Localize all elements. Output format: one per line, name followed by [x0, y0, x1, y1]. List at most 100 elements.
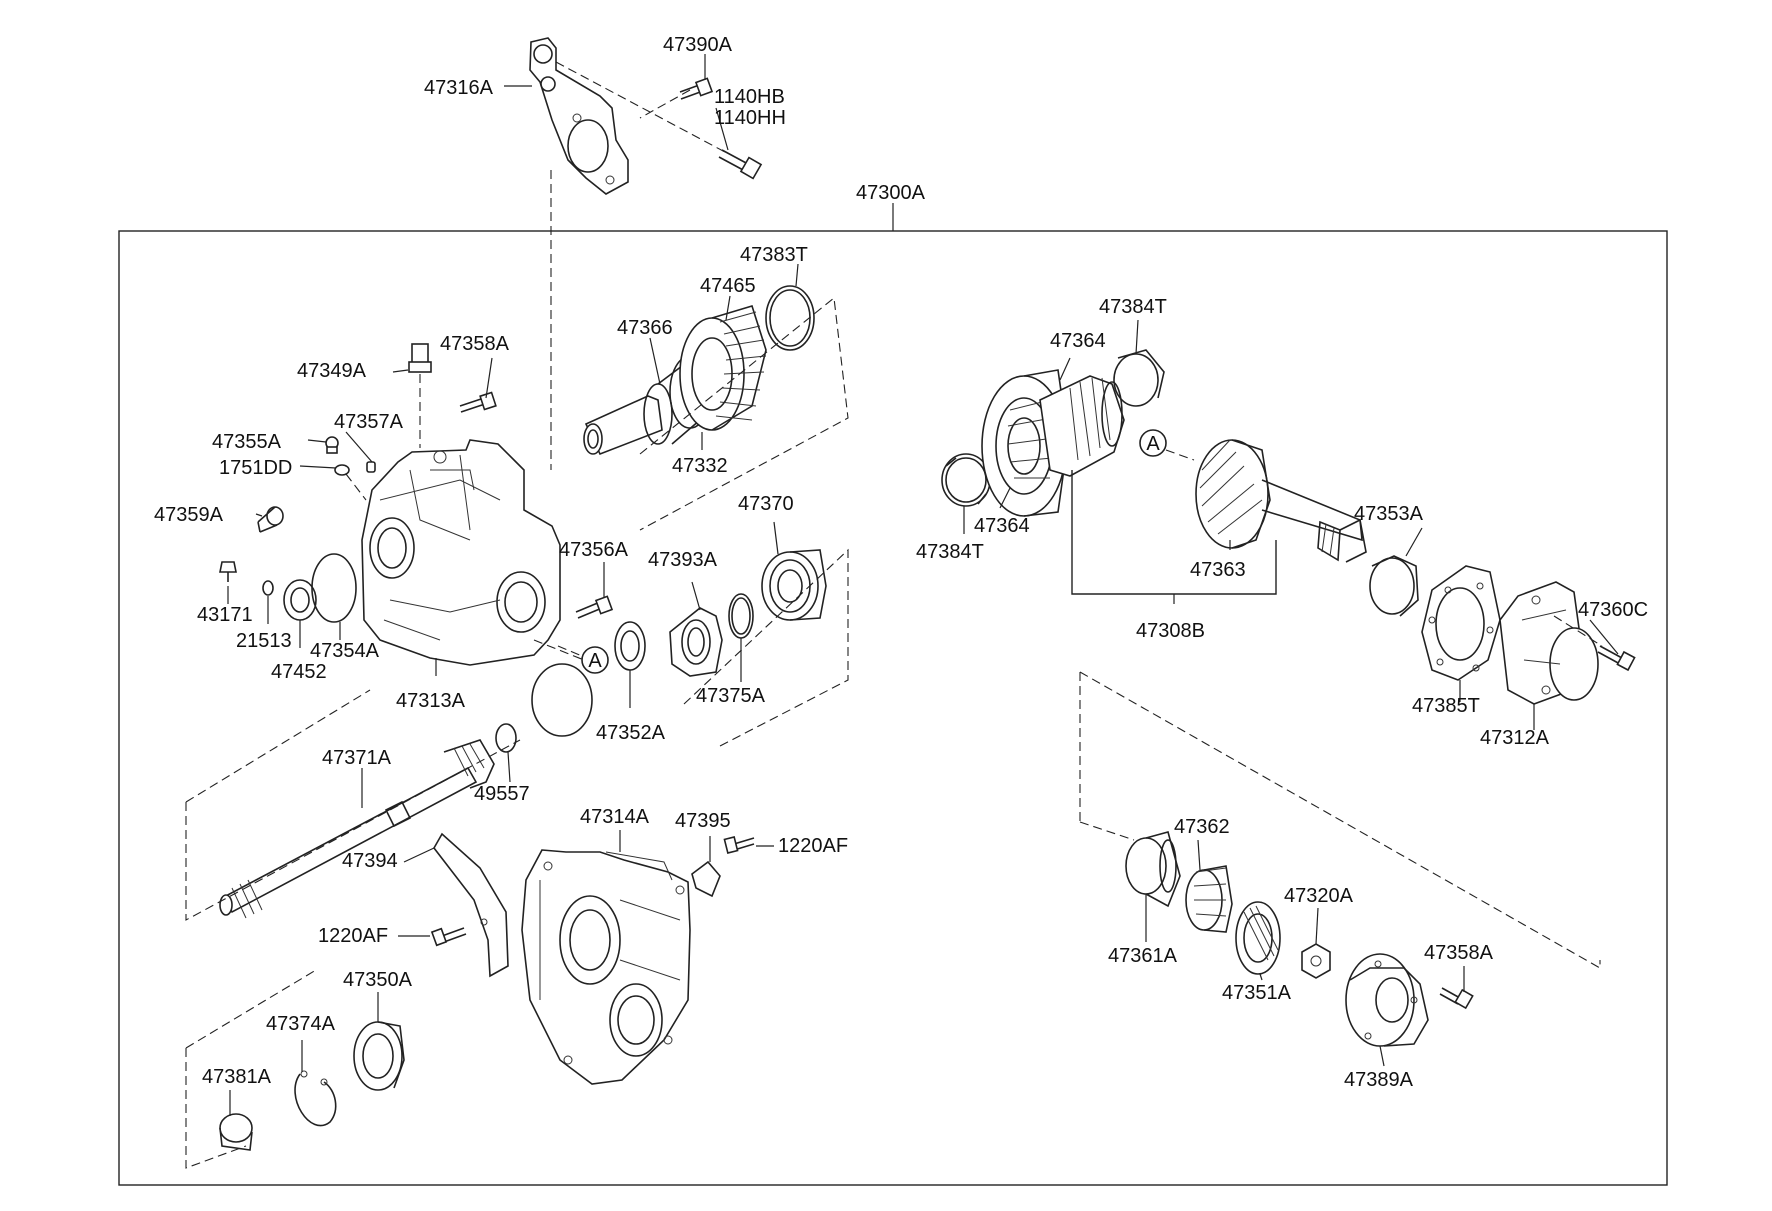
- snapring-49557[interactable]: [495, 723, 517, 753]
- callout-47332: 47332: [672, 455, 728, 477]
- callout-47357A: 47357A: [334, 411, 404, 433]
- callout-47358A-top: 47358A: [440, 333, 510, 355]
- callout-47362: 47362: [1174, 816, 1230, 838]
- shield-47394[interactable]: [433, 832, 509, 978]
- callout-47352A: 47352A: [596, 722, 666, 744]
- callout-47452: 47452: [271, 661, 327, 683]
- ring-47353A[interactable]: [1369, 555, 1419, 617]
- callout-47364-bot: 47364: [974, 515, 1030, 537]
- callout-1220AF-left: 1220AF: [318, 925, 388, 947]
- callout-47358A-bot: 47358A: [1424, 942, 1494, 964]
- callout-47360C: 47360C: [1578, 599, 1648, 621]
- callout-47356A: 47356A: [559, 539, 629, 561]
- bolt-47360C[interactable]: [1597, 645, 1636, 672]
- cover-47312A[interactable]: [1499, 581, 1599, 705]
- callout-47385T: 47385T: [1412, 695, 1480, 717]
- callout-47361A: 47361A: [1108, 945, 1178, 967]
- bolt-1140HB[interactable]: [718, 149, 763, 180]
- callout-43171: 43171: [197, 604, 253, 626]
- ref-a-label: A: [588, 650, 602, 672]
- bolt-47358A-bot[interactable]: [1439, 987, 1474, 1010]
- callout-47300A: 47300A: [856, 182, 926, 204]
- callout-47375A: 47375A: [696, 685, 766, 707]
- callout-21513: 21513: [236, 630, 292, 652]
- flange-47389A[interactable]: [1345, 953, 1429, 1047]
- bolt-1220AF-left[interactable]: [430, 927, 467, 947]
- callout-47320A: 47320A: [1284, 885, 1354, 907]
- callout-47359A: 47359A: [154, 504, 224, 526]
- callout-47390A: 47390A: [663, 34, 733, 56]
- rear-case-47314A[interactable]: [521, 849, 691, 1085]
- bushing-47359A[interactable]: [257, 506, 284, 533]
- callout-labels: 47390A 47316A 1140HB 1140HH 47300A 47383…: [154, 34, 1648, 1091]
- callout-47371A: 47371A: [322, 747, 392, 769]
- ref-a-label: A: [1146, 433, 1160, 455]
- cup-47361A[interactable]: [1125, 831, 1181, 908]
- seal-47350A[interactable]: [353, 1021, 405, 1091]
- snapring-47375A[interactable]: [728, 593, 754, 639]
- nut-47320A[interactable]: [1301, 943, 1331, 979]
- callout-1140HH: 1140HH: [714, 107, 786, 129]
- callout-47384T-top: 47384T: [1099, 296, 1167, 318]
- callout-47349A: 47349A: [297, 360, 367, 382]
- bearing-47362[interactable]: [1185, 865, 1233, 933]
- callout-47350A: 47350A: [343, 969, 413, 991]
- oring-47354A[interactable]: [311, 553, 357, 623]
- oring-21513[interactable]: [262, 580, 274, 596]
- bearing-47351A[interactable]: [1235, 901, 1281, 975]
- pin-47357A[interactable]: [366, 461, 376, 473]
- callout-47363: 47363: [1190, 559, 1246, 581]
- bolt-1220AF-right[interactable]: [723, 836, 755, 854]
- callout-47366: 47366: [617, 317, 673, 339]
- callout-47394: 47394: [342, 850, 398, 872]
- seal-47352A[interactable]: [614, 621, 646, 671]
- ring-47384T-top[interactable]: [1113, 349, 1165, 407]
- ref-marker-a1: A: [581, 646, 609, 674]
- bracket-47316A[interactable]: [529, 37, 629, 195]
- gear-shaft-47366[interactable]: [583, 355, 711, 456]
- washer-1751DD[interactable]: [334, 464, 350, 476]
- callout-47313A: 47313A: [396, 690, 466, 712]
- seal-47452[interactable]: [283, 579, 317, 621]
- callout-47364-top: 47364: [1050, 330, 1106, 352]
- transfer-case-47313A[interactable]: [361, 439, 561, 666]
- oring-front-case[interactable]: [531, 663, 593, 737]
- callout-47355A: 47355A: [212, 431, 282, 453]
- callout-47354A: 47354A: [310, 640, 380, 662]
- retainer-47393A[interactable]: [669, 607, 723, 677]
- bolt-47390A[interactable]: [679, 77, 714, 100]
- callout-47389A: 47389A: [1344, 1069, 1414, 1091]
- gear-47465[interactable]: [679, 305, 767, 431]
- callout-1140HB: 1140HB: [714, 86, 785, 108]
- callout-49557: 49557: [474, 783, 530, 805]
- callout-47395: 47395: [675, 810, 731, 832]
- callout-47316A: 47316A: [424, 77, 494, 99]
- shaft-gear-47363[interactable]: [1195, 439, 1367, 563]
- circlip-47374A[interactable]: [294, 1070, 337, 1127]
- plug-47355A[interactable]: [325, 436, 339, 454]
- callout-1220AF-right: 1220AF: [778, 835, 848, 857]
- gasket-47385T[interactable]: [1421, 565, 1501, 681]
- sleeve-47381A[interactable]: [219, 1113, 253, 1151]
- callout-47308B: 47308B: [1136, 620, 1205, 642]
- bearing-47370[interactable]: [761, 549, 827, 621]
- ref-marker-a2: A: [1139, 429, 1167, 457]
- hub-47364[interactable]: [1039, 375, 1125, 477]
- callout-47393A: 47393A: [648, 549, 718, 571]
- bolt-47358A-top[interactable]: [459, 391, 497, 413]
- leader-lines: [227, 54, 1619, 1116]
- plate-47395[interactable]: [691, 860, 721, 898]
- callout-47465: 47465: [700, 275, 756, 297]
- bolt-47356A[interactable]: [575, 595, 614, 619]
- callout-47381A: 47381A: [202, 1066, 272, 1088]
- bolt-43171[interactable]: [219, 561, 237, 582]
- callout-1751DD: 1751DD: [219, 457, 292, 479]
- sensor-47349A[interactable]: [408, 343, 432, 373]
- callout-47312A: 47312A: [1480, 727, 1550, 749]
- callout-47374A: 47374A: [266, 1013, 336, 1035]
- callout-47351A: 47351A: [1222, 982, 1292, 1004]
- callout-47370: 47370: [738, 493, 794, 515]
- ring-47383T[interactable]: [765, 285, 815, 351]
- callout-47314A: 47314A: [580, 806, 650, 828]
